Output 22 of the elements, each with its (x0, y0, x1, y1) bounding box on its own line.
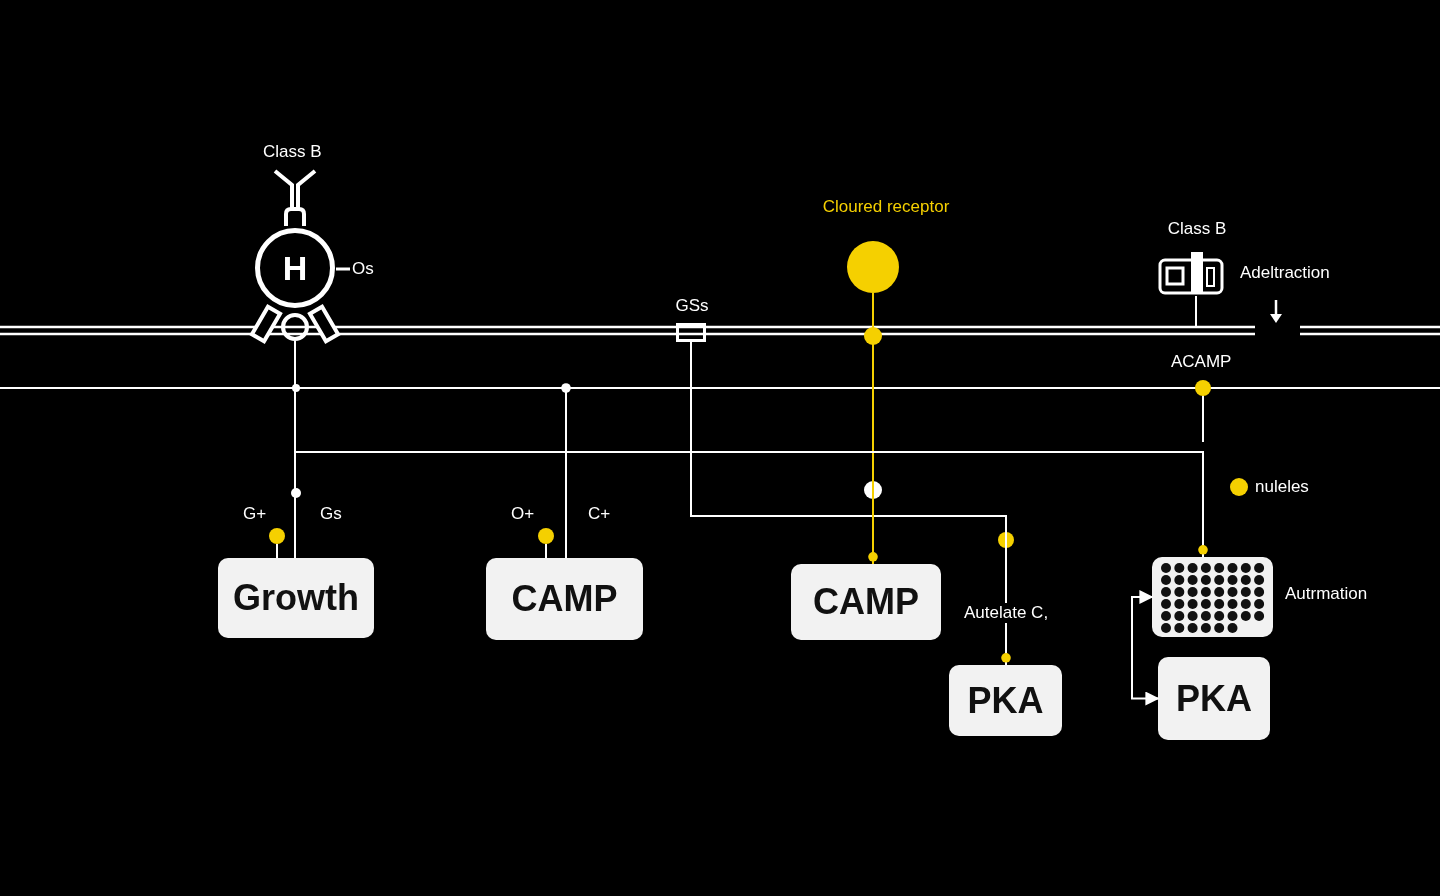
process-box: PKA (949, 665, 1062, 736)
connector-line (294, 340, 1208, 558)
node-caption: GSs (675, 296, 709, 316)
node-caption: Class B (1167, 219, 1227, 239)
receptor-icon (1158, 250, 1224, 296)
process-box: Growth (218, 558, 374, 638)
process-box: CAMP (486, 558, 643, 640)
connector-line (1131, 590, 1160, 706)
node-caption: Autrmation (1285, 584, 1368, 604)
ligand-circle (847, 241, 899, 293)
text-label: Autelate C, (964, 603, 1049, 623)
receptor-circle: H (255, 228, 335, 308)
dot-grid-panel (1152, 557, 1273, 637)
channel-box (676, 323, 706, 342)
connector-line (690, 341, 1011, 666)
process-box: CAMP (791, 564, 941, 640)
connector-line (868, 292, 878, 565)
channel-ring (281, 313, 309, 341)
connector-line (561, 383, 571, 559)
process-box: PKA (1158, 657, 1270, 740)
legend-label: nuleles (1255, 477, 1309, 497)
node-caption: Cloured receptor (822, 197, 950, 217)
